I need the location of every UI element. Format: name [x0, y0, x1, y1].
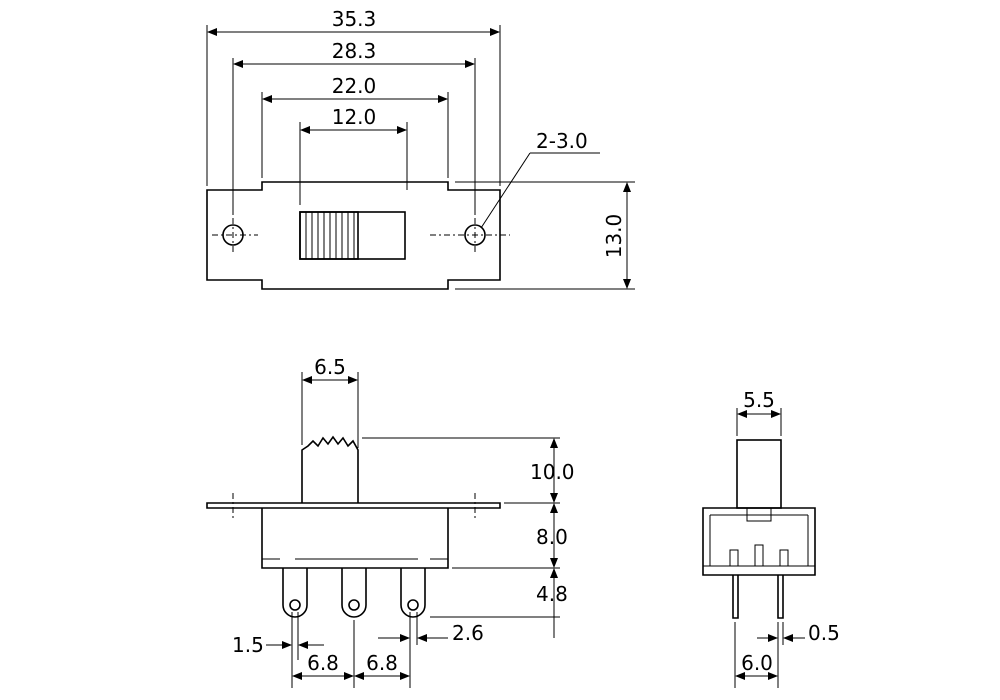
front-view: 6.5 10.0 8.0 4.8 1.5 2.6 6.8 6.8 — [206, 355, 575, 688]
slider-knob — [299, 211, 359, 260]
dim-pitch-left: 6.8 — [307, 651, 339, 675]
dim-slider-travel: 12.0 — [332, 105, 377, 129]
dim-terminal-spacing: 6.0 — [741, 651, 773, 675]
dim-actuator-height: 10.0 — [530, 460, 575, 484]
dim-terminal-thickness: 0.5 — [808, 621, 840, 645]
dim-hole-spacing: 28.3 — [332, 39, 377, 63]
front-mounting-plate — [206, 502, 501, 509]
front-body — [261, 508, 449, 569]
dim-hole-spec: 2-3.0 — [536, 129, 588, 153]
side-body — [702, 507, 816, 576]
slider-window — [299, 211, 406, 260]
top-plate-outline — [206, 181, 501, 290]
dim-overall-length: 35.3 — [332, 7, 377, 31]
dim-actuator-width: 6.5 — [314, 355, 346, 379]
side-terminal-left — [732, 575, 739, 619]
dim-body-length: 22.0 — [332, 74, 377, 98]
side-view: 5.5 0.5 6.0 — [702, 388, 840, 688]
dim-height: 13.0 — [602, 214, 626, 259]
front-actuator — [301, 435, 359, 503]
dim-body-height: 8.0 — [536, 525, 568, 549]
dim-terminal-length: 4.8 — [536, 582, 568, 606]
front-terminals — [282, 568, 426, 618]
dim-terminal-slot: 2.6 — [452, 621, 484, 645]
side-terminal-right — [777, 575, 784, 619]
mounting-hole-right — [464, 224, 486, 246]
side-actuator — [736, 439, 782, 509]
dim-pitch-right: 6.8 — [366, 651, 398, 675]
top-view: 35.3 28.3 22.0 12.0 2-3.0 13.0 — [206, 7, 635, 290]
dim-terminal-width: 1.5 — [232, 633, 264, 657]
dim-side-actuator-width: 5.5 — [743, 388, 775, 412]
